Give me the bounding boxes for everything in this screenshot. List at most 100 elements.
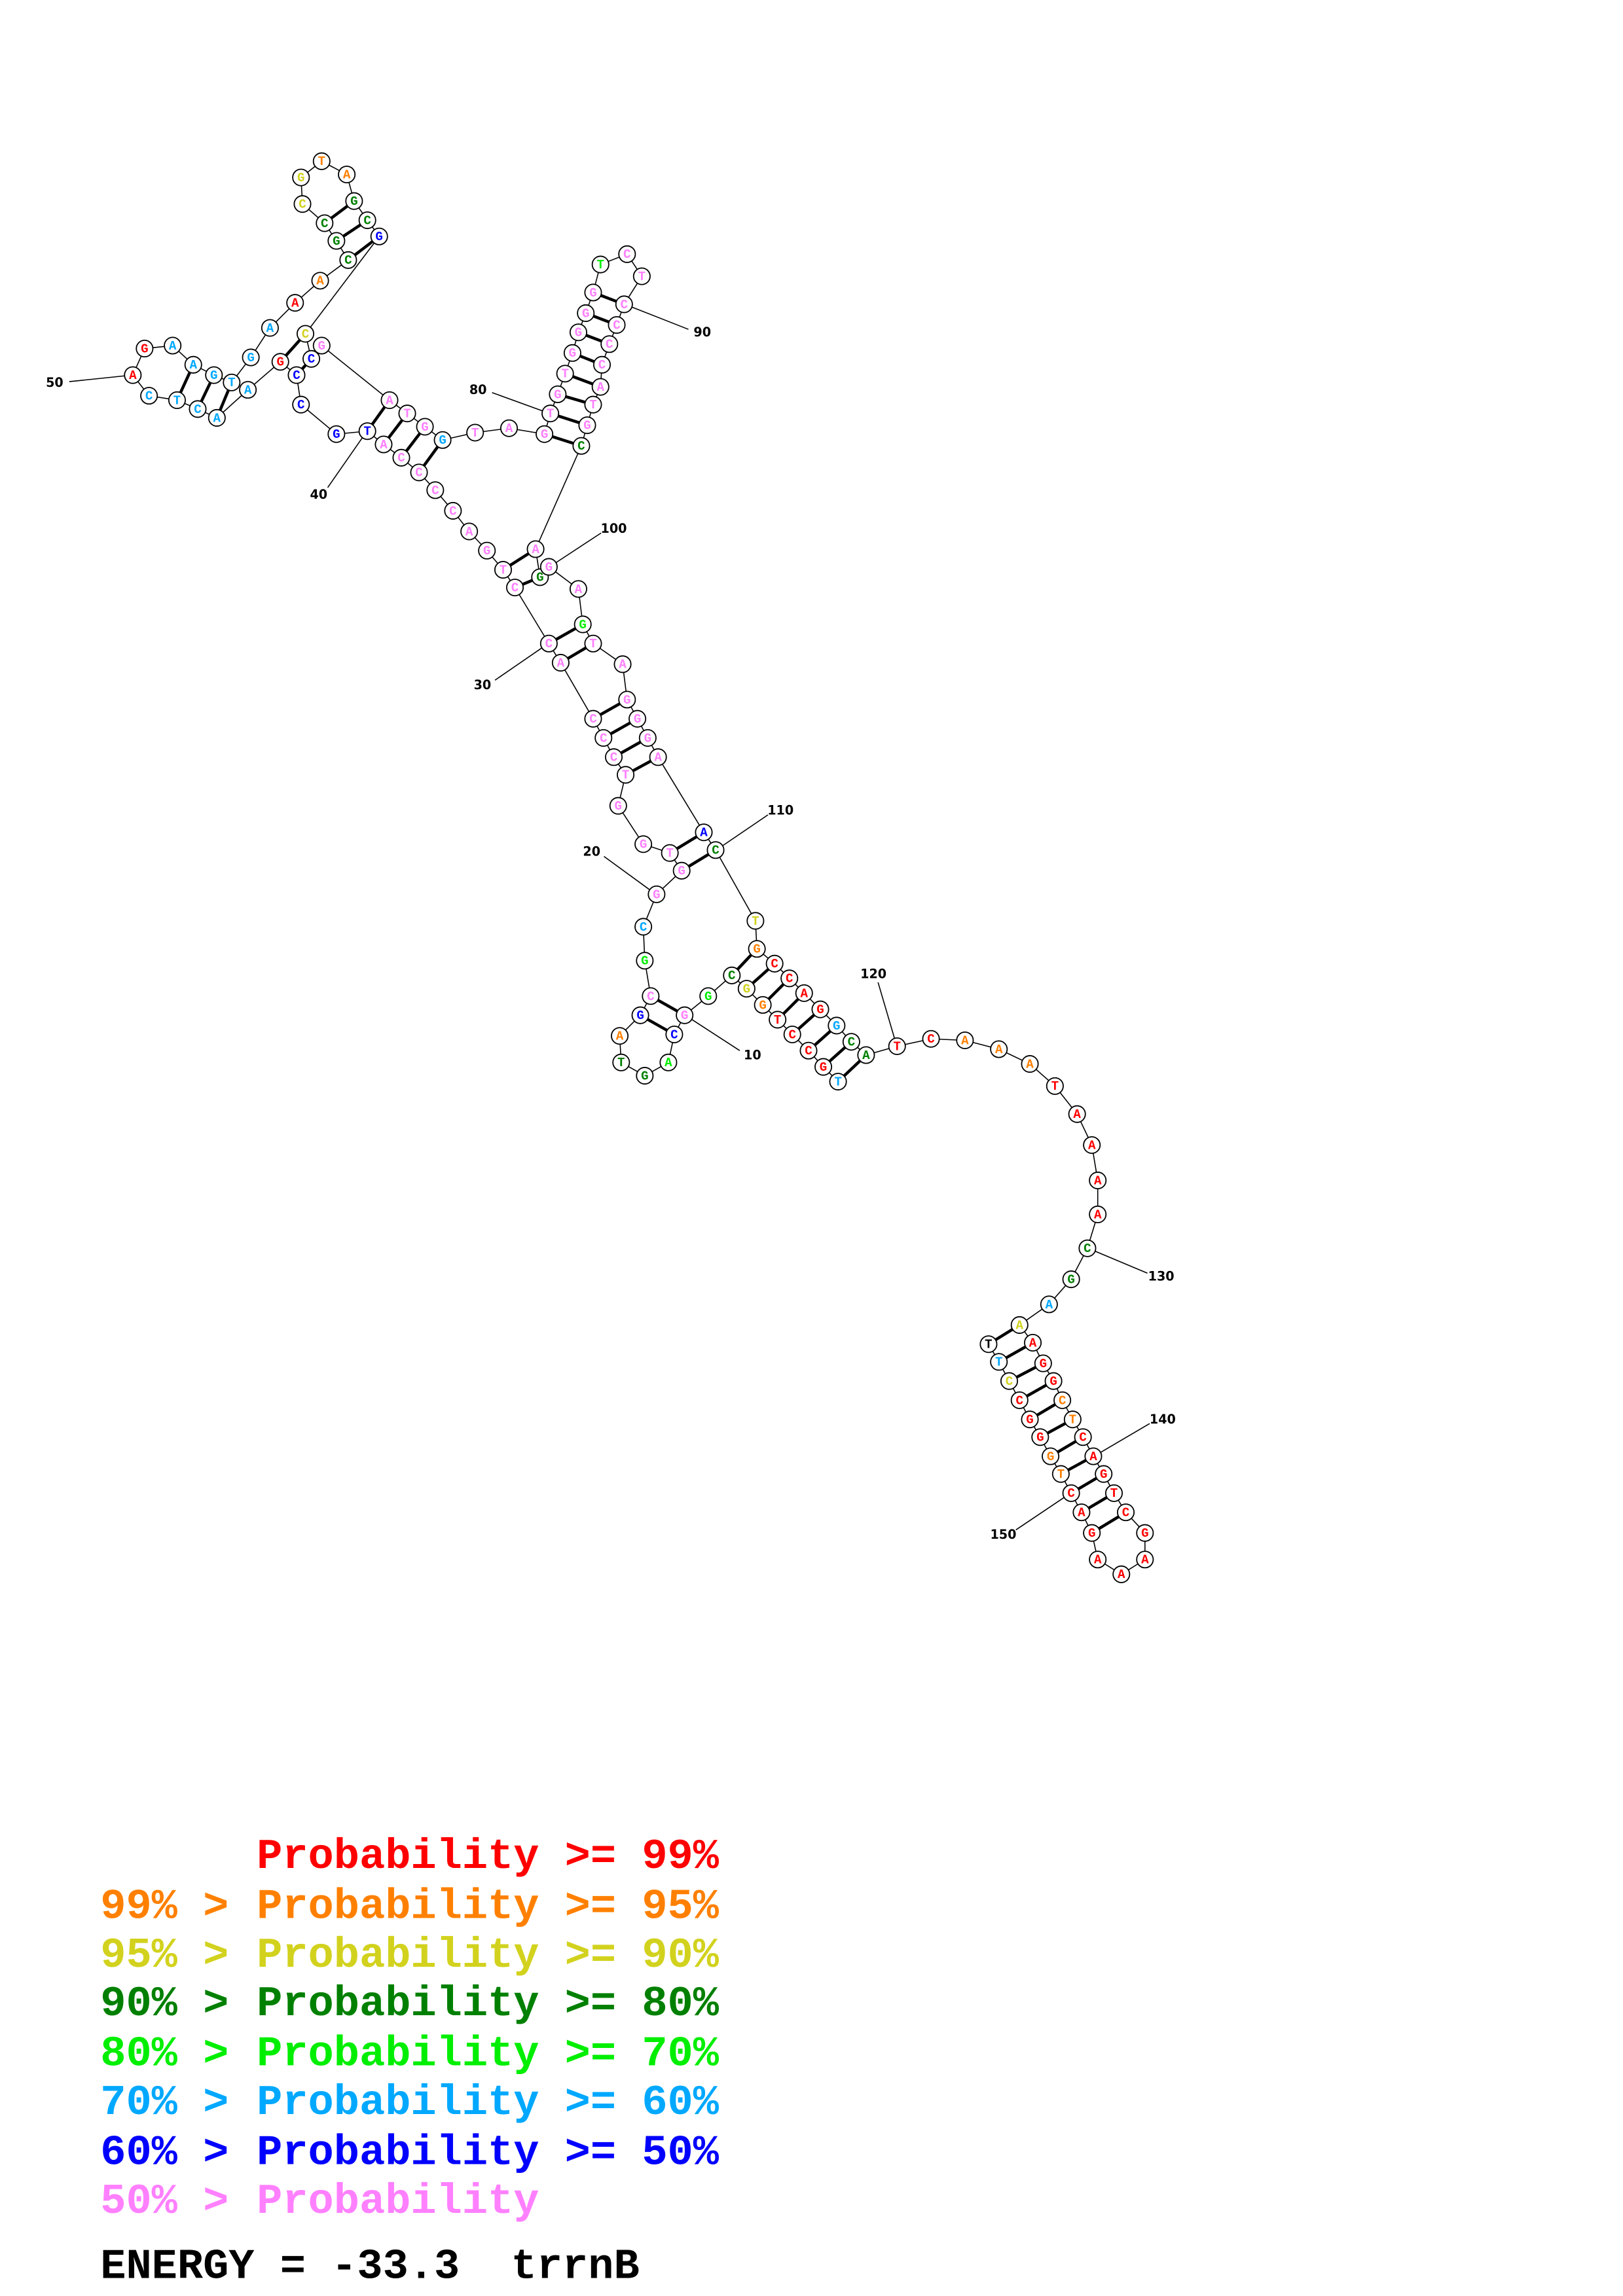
nucleotide-letter: A <box>244 384 252 398</box>
nucleotide-circle <box>608 315 626 334</box>
nucleotide: A <box>591 378 610 396</box>
position-tick <box>1015 1497 1065 1531</box>
backbone-segment <box>304 236 380 334</box>
nucleotide-letter: G <box>589 286 597 300</box>
nucleotide: G <box>737 980 756 998</box>
nucleotide-letter: T <box>617 1056 625 1070</box>
nucleotide: C <box>292 395 310 414</box>
nucleotide: C <box>922 1030 940 1048</box>
nucleotide: G <box>136 340 154 358</box>
nucleotide: C <box>296 325 315 343</box>
nucleotide-circle <box>638 728 657 747</box>
nucleotide-circle <box>591 255 610 274</box>
nucleotide-circle <box>271 353 289 371</box>
backbone-segment <box>715 850 756 922</box>
nucleotide: C <box>594 728 613 747</box>
nucleotide: C <box>765 954 784 973</box>
nucleotide-circle <box>600 335 619 353</box>
nucleotide-circle <box>634 835 653 853</box>
position-label: 140 <box>1150 1412 1176 1427</box>
nucleotide: G <box>416 418 434 436</box>
nucleotide-circle <box>613 655 632 673</box>
legend-label: Probability >= 60% <box>257 2079 720 2127</box>
nucleotide-circle <box>574 615 592 634</box>
nucleotide-letter: G <box>1047 1450 1054 1464</box>
nucleotide-letter: A <box>380 438 388 452</box>
nucleotide-letter: A <box>1078 1506 1085 1520</box>
nucleotide: C <box>618 245 636 263</box>
nucleotide-circle <box>205 366 223 384</box>
nucleotide-letter: A <box>1141 1553 1149 1568</box>
nucleotide-letter: T <box>547 407 555 422</box>
nucleotide: C <box>608 315 626 334</box>
nucleotide-letter: G <box>653 888 661 902</box>
nucleotide-circle <box>1089 1172 1107 1190</box>
nucleotide-letter: G <box>1026 1413 1033 1427</box>
nucleotide-circle <box>312 336 331 355</box>
nucleotide-letter: C <box>545 637 553 651</box>
position-label: 100 <box>601 521 627 536</box>
nucleotide-circle <box>1040 1295 1058 1314</box>
nucleotide: T <box>1063 1410 1082 1429</box>
nucleotide: C <box>1000 1372 1019 1390</box>
nucleotide-circle <box>551 654 570 672</box>
backbone-segment <box>514 587 550 644</box>
nucleotide-letter: A <box>665 1056 672 1070</box>
nucleotide: A <box>1040 1295 1058 1314</box>
nucleotide-circle <box>706 841 725 859</box>
nucleotide-letter: A <box>995 1043 1003 1057</box>
nucleotide-letter: A <box>619 658 627 672</box>
nucleotide: T <box>541 404 560 423</box>
position-tick <box>555 532 602 564</box>
nucleotide-circle <box>699 987 718 1005</box>
nucleotide-circle <box>374 435 393 454</box>
nucleotide: G <box>676 1006 694 1024</box>
nucleotide: C <box>615 295 633 314</box>
nucleotide-circle <box>584 709 602 728</box>
nucleotide-circle <box>563 344 581 362</box>
nucleotides: TGCCTGGCGGCAGTAGCGCGGTGGTCCCACCTGACCCCAT… <box>124 152 1154 1583</box>
nucleotide-circle <box>828 1016 846 1035</box>
nucleotide: G <box>539 558 558 576</box>
nucleotide-letter: C <box>589 712 597 726</box>
nucleotide-letter: C <box>299 198 306 212</box>
legend-row: 80% > Probability >= 70% <box>100 2030 720 2079</box>
position-label: 30 <box>474 677 492 692</box>
nucleotide-letter: G <box>623 693 631 708</box>
nucleotide-circle <box>327 425 346 443</box>
nucleotide-letter: A <box>129 368 137 383</box>
nucleotide-circle <box>327 232 346 250</box>
nucleotide-circle <box>746 912 765 930</box>
position-tick <box>492 392 543 412</box>
position-label: 40 <box>310 487 327 502</box>
nucleotide-letter: C <box>1122 1506 1129 1520</box>
nucleotide-circle <box>1010 1391 1029 1409</box>
nucleotide-letter: T <box>500 563 507 577</box>
nucleotide: G <box>1031 1428 1049 1446</box>
nucleotide-circle <box>1000 1372 1019 1390</box>
nucleotide-letter: G <box>318 339 325 353</box>
nucleotide-letter: T <box>774 1013 781 1028</box>
nucleotide-letter: C <box>293 368 301 383</box>
nucleotide: G <box>578 416 596 435</box>
nucleotide-letter: A <box>532 543 539 557</box>
nucleotide: C <box>572 437 591 455</box>
nucleotide-letter: C <box>728 969 736 983</box>
nucleotide-circle <box>505 579 524 597</box>
legend-label: Probability >= 80% <box>257 1980 720 2028</box>
nucleotide-letter: C <box>1084 1242 1091 1256</box>
nucleotide-letter: G <box>759 998 766 1013</box>
nucleotide-circle <box>312 152 331 170</box>
nucleotide: G <box>327 425 346 443</box>
nucleotide-letter: C <box>321 217 329 231</box>
nucleotide-circle <box>754 996 772 1014</box>
nucleotide: T <box>591 255 610 274</box>
energy-readout: ENERGY = -33.3 trrnB <box>100 2242 639 2291</box>
nucleotide-circle <box>979 1335 998 1354</box>
nucleotide-letter: A <box>1094 1174 1102 1188</box>
nucleotide-circle <box>380 391 399 409</box>
nucleotide-circle <box>618 691 636 709</box>
nucleotide-circle <box>814 1058 833 1076</box>
nucleotide-letter: G <box>816 1003 824 1017</box>
nucleotide-letter: G <box>575 326 583 340</box>
